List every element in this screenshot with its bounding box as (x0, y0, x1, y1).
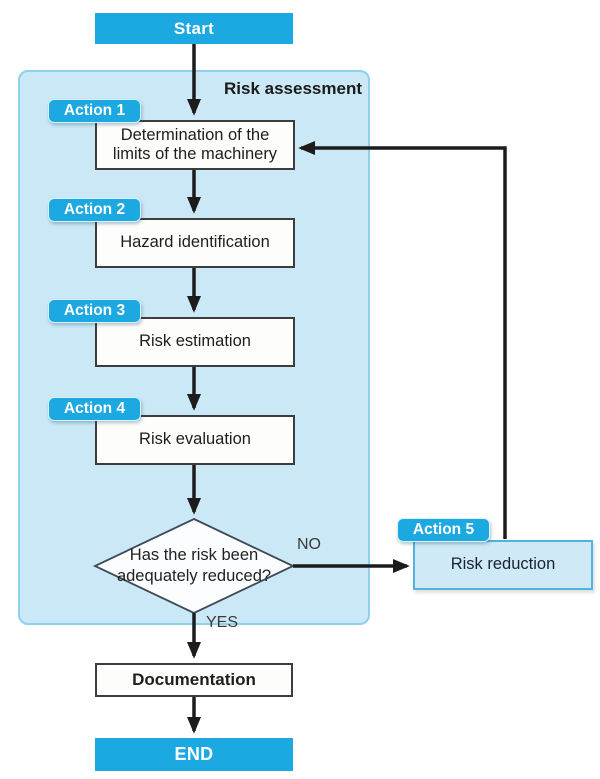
documentation-box: Documentation (95, 663, 293, 697)
start-node: Start (95, 13, 293, 44)
risk-estimation-box: Risk estimation (95, 317, 295, 367)
yes-edge-label: YES (206, 614, 239, 631)
no-edge-label: NO (297, 536, 321, 553)
action-5-tag: Action 5 (397, 518, 490, 542)
feedback-arrow-reduction-to-determination (298, 141, 507, 539)
determination-box: Determination of the limits of the machi… (95, 120, 295, 170)
risk-assessment-label: Risk assessment (224, 79, 362, 98)
decision-line2: adequately reduced? (116, 566, 272, 585)
action-4-tag: Action 4 (48, 397, 141, 421)
action-2-tag: Action 2 (48, 198, 141, 222)
risk-evaluation-box: Risk evaluation (95, 415, 295, 465)
hazard-identification-box: Hazard identification (95, 218, 295, 268)
action-3-tag: Action 3 (48, 299, 141, 323)
decision-line1: Has the risk been (129, 546, 259, 564)
end-node: END (95, 738, 293, 771)
decision-text: Has the risk been adequately reduced? (94, 545, 294, 586)
action-1-tag: Action 1 (48, 99, 141, 123)
risk-reduction-box: Risk reduction (413, 540, 593, 590)
